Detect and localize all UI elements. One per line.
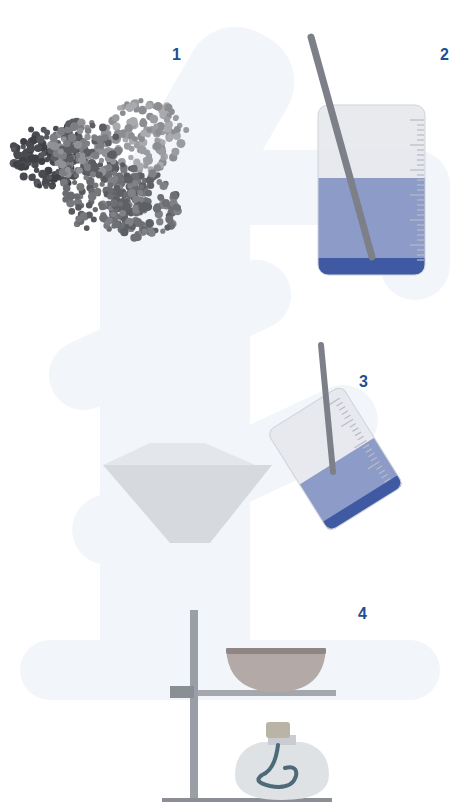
funnel [103, 443, 272, 543]
spirit-lamp [235, 722, 329, 800]
beaker [311, 37, 425, 275]
callout-number: 2 [440, 47, 449, 63]
particle-cluster [10, 98, 190, 242]
callout-number: 3 [359, 374, 368, 390]
stirring-rod [321, 345, 333, 472]
callout-number: 4 [358, 606, 367, 622]
pouring-beaker [267, 385, 404, 532]
retort-stand [162, 610, 336, 802]
watermark [20, 9, 450, 700]
callout-number: 1 [172, 47, 181, 63]
